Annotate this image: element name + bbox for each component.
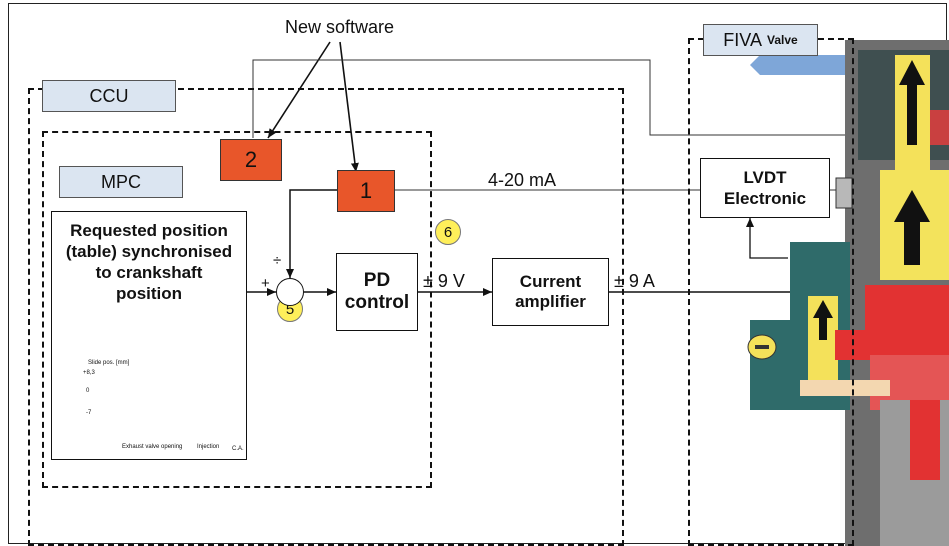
summing-plus: + xyxy=(261,275,270,292)
current-amplifier-line1: Current xyxy=(519,272,582,291)
valve-illustration xyxy=(747,40,949,546)
summing-junction xyxy=(276,278,304,306)
new-software-label: New software xyxy=(285,17,395,37)
current-amplifier-line2: amplifier xyxy=(515,292,586,311)
pd-line1: PD xyxy=(363,270,391,291)
mpc-tag: MPC xyxy=(59,166,183,198)
mini-chart-tick-top: +8,3 xyxy=(83,370,95,376)
signal-9a: ± 9 A xyxy=(614,271,655,291)
ccu-tag: CCU xyxy=(42,80,176,112)
mpc-region xyxy=(42,131,432,488)
summing-minus: ÷ xyxy=(273,252,282,269)
requested-position-box: Requested position (table) synchronised … xyxy=(51,211,247,460)
marker-2: 2 xyxy=(220,139,282,181)
mini-chart-tick-zero: 0 xyxy=(86,388,90,394)
badge-6: 6 xyxy=(435,219,461,245)
fiva-sublabel: Valve xyxy=(766,33,798,47)
mini-chart-ylabel: Slide pos. [mm] xyxy=(88,360,130,366)
pd-control-box: PD control xyxy=(336,253,418,331)
signal-9v: ± 9 V xyxy=(423,271,465,291)
ccu-region xyxy=(28,88,624,546)
marker-1: 1 xyxy=(337,170,395,212)
fiva-region xyxy=(688,38,854,546)
mini-chart-xlabel-2: Injection xyxy=(197,444,220,450)
current-amplifier-box: Current amplifier xyxy=(492,258,609,326)
mini-chart-xlabel-1: Exhaust valve opening xyxy=(122,444,183,450)
fiva-tag: FIVA Valve xyxy=(703,24,818,56)
signal-4-20ma: 4-20 mA xyxy=(488,170,557,190)
pd-line2: control xyxy=(344,292,410,313)
requested-position-text: Requested position (table) synchronised … xyxy=(65,221,233,303)
fiva-label: FIVA xyxy=(723,29,762,50)
lvdt-line2: Electronic xyxy=(723,189,807,208)
lvdt-electronic-box: LVDT Electronic xyxy=(700,158,830,218)
lvdt-line1: LVDT xyxy=(743,168,787,187)
mini-chart-xunit: C.A. xyxy=(232,446,244,452)
mini-chart-tick-bottom: -7 xyxy=(86,410,92,416)
